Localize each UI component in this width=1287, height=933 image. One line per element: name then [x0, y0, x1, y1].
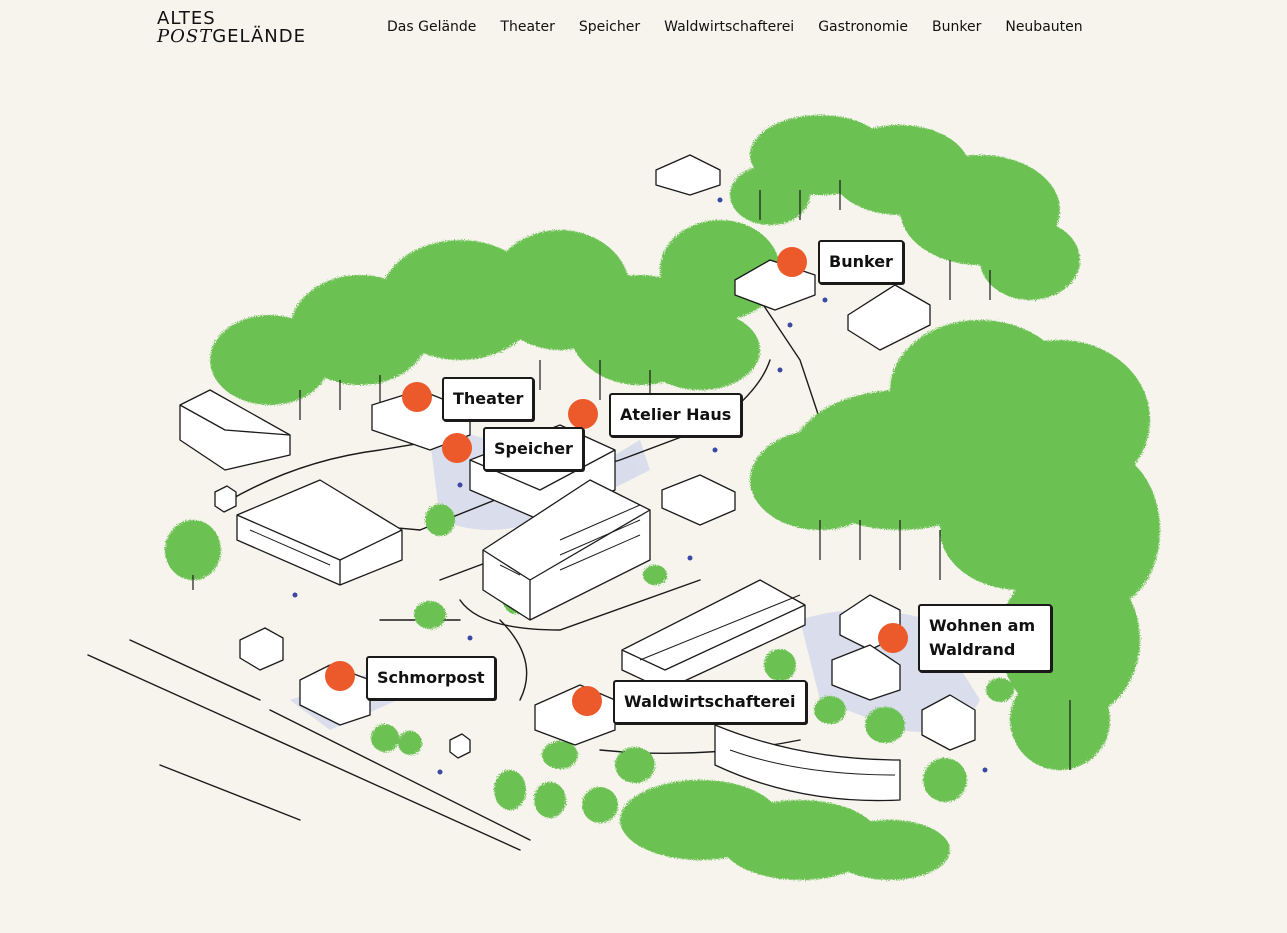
nav-item-gastronomie[interactable]: Gastronomie: [818, 19, 909, 35]
window-details: [249, 504, 896, 776]
marker-speicher[interactable]: [442, 433, 472, 463]
site-logo[interactable]: ALTES POSTGELÄNDE: [157, 10, 306, 46]
site-header: ALTES POSTGELÄNDE Das Gelände Theater Sp…: [0, 0, 1287, 60]
logo-line-2: POSTGELÄNDE: [157, 28, 306, 46]
people: [292, 197, 988, 775]
nav-item-waldwirtschafterei[interactable]: Waldwirtschafterei: [664, 19, 795, 35]
nav-item-bunker[interactable]: Bunker: [932, 19, 982, 35]
site-map: Bunker Theater Atelier Haus Speicher Woh…: [0, 60, 1287, 933]
nav-item-speicher[interactable]: Speicher: [578, 19, 641, 35]
marker-schmorpost[interactable]: [325, 661, 355, 691]
tree-clusters: [165, 115, 1160, 880]
main-nav: Das Gelände Theater Speicher Waldwirtsch…: [387, 19, 1107, 35]
marker-waldwirtschafterei[interactable]: [572, 686, 602, 716]
marker-bunker[interactable]: [777, 247, 807, 277]
logo-regular-part: GELÄNDE: [212, 26, 306, 47]
logo-italic-part: POST: [157, 26, 213, 47]
label-bunker[interactable]: Bunker: [818, 240, 904, 284]
marker-theater[interactable]: [402, 382, 432, 412]
label-schmorpost[interactable]: Schmorpost: [366, 656, 496, 700]
label-waldwirtschafterei[interactable]: Waldwirtschafterei: [613, 680, 807, 724]
marker-wohnen-am-waldrand[interactable]: [878, 623, 908, 653]
nav-item-neubauten[interactable]: Neubauten: [1005, 19, 1083, 35]
nav-item-das-gelaende[interactable]: Das Gelände: [387, 19, 477, 35]
tree-trunks: [192, 180, 1071, 770]
label-theater[interactable]: Theater: [442, 377, 535, 421]
label-atelier-haus[interactable]: Atelier Haus: [609, 393, 743, 437]
label-wohnen-am-waldrand[interactable]: Wohnen am Waldrand: [918, 604, 1052, 672]
nav-item-theater[interactable]: Theater: [500, 19, 555, 35]
marker-atelier-haus[interactable]: [568, 399, 598, 429]
map-illustration: [87, 115, 1160, 880]
label-speicher[interactable]: Speicher: [483, 427, 584, 471]
logo-line-1: ALTES: [157, 8, 216, 29]
